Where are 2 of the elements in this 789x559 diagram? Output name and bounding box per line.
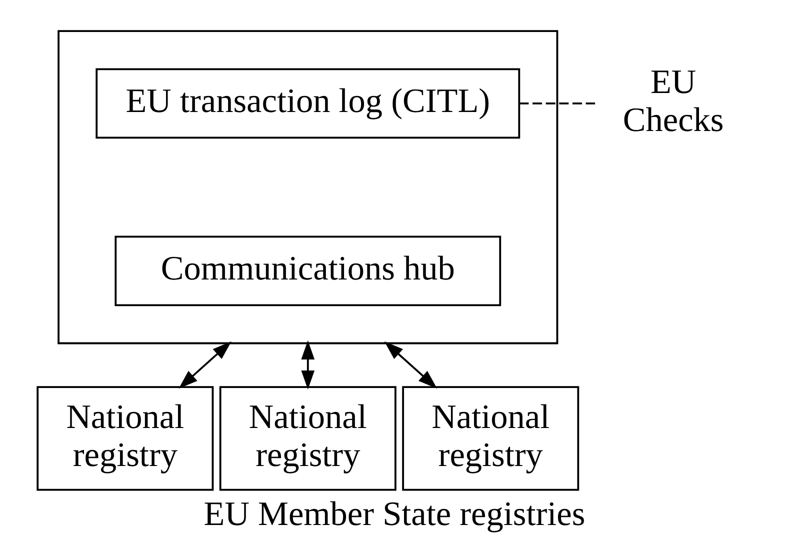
caption: EU Member State registries	[204, 494, 586, 533]
node-text: EU Checks	[622, 62, 724, 139]
